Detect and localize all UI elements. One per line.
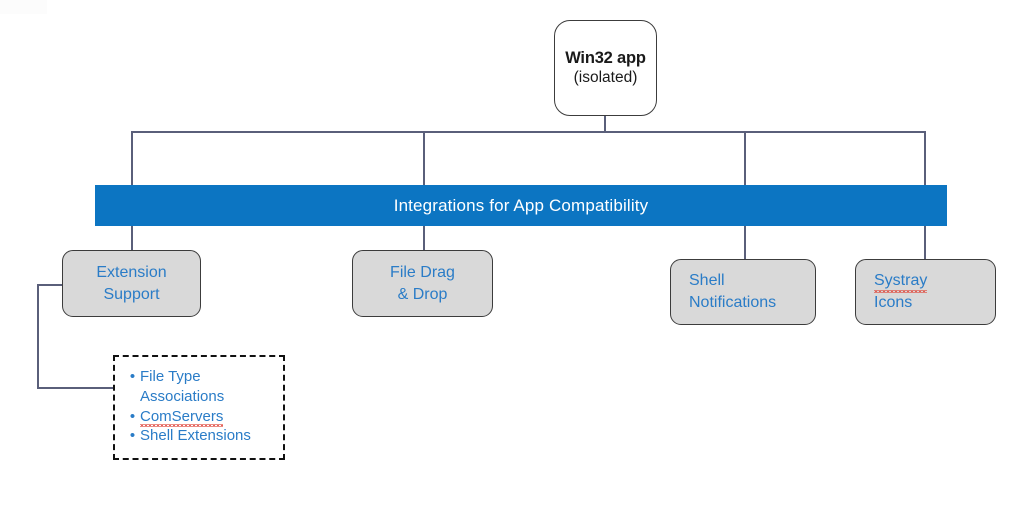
list-item: • ComServers xyxy=(125,407,277,428)
spellcheck-underline-comservers: ComServers xyxy=(140,407,224,428)
leaf-file-drag-drop-line2: & Drop xyxy=(397,285,448,303)
win32-app-box: Win32 app (isolated) xyxy=(554,20,657,116)
list-item-label-file-type-associations: File Type Associations xyxy=(140,368,225,405)
connector-extension-elbow-top xyxy=(37,284,63,286)
connector-banner-to-extension-support xyxy=(131,226,133,251)
list-item: • File Type Associations xyxy=(125,367,277,407)
leaf-box-systray-icons: Systray Icons xyxy=(855,259,996,325)
leaf-box-shell-notifications: Shell Notifications xyxy=(670,259,816,325)
extension-support-bullet-list: • File Type Associations • ComServers • … xyxy=(125,367,277,446)
connector-banner-to-file-drag-drop xyxy=(423,226,425,251)
connector-root-stem xyxy=(604,116,606,132)
connector-drop-3 xyxy=(744,131,746,186)
leaf-systray-icons-line1: Systray xyxy=(874,270,928,293)
leaf-box-file-drag-drop: File Drag & Drop xyxy=(352,250,493,317)
spellcheck-underline-systray: Systray xyxy=(874,270,928,293)
win32-app-title: Win32 app xyxy=(565,48,646,67)
list-item: • Shell Extensions xyxy=(125,426,277,446)
win32-app-subtitle: (isolated) xyxy=(573,69,638,87)
leaf-shell-notifications-line2: Notifications xyxy=(689,294,777,311)
bullet-icon: • xyxy=(129,427,136,445)
integrations-banner: Integrations for App Compatibility xyxy=(95,185,947,226)
extension-support-details-box: • File Type Associations • ComServers • … xyxy=(113,355,285,460)
bullet-icon: • xyxy=(129,368,136,385)
connector-extension-elbow-side xyxy=(37,284,39,388)
corner-artifact xyxy=(0,0,47,14)
leaf-extension-support-line2: Support xyxy=(103,285,160,303)
list-item-label-shell-extensions: Shell Extensions xyxy=(140,427,251,445)
list-item-label-comservers: ComServers xyxy=(140,407,277,428)
leaf-shell-notifications-line1: Shell xyxy=(689,272,725,290)
connector-banner-to-shell-notifications xyxy=(744,226,746,260)
bullet-icon: • xyxy=(129,407,136,425)
integrations-banner-label: Integrations for App Compatibility xyxy=(393,195,649,215)
connector-drop-1 xyxy=(131,131,133,186)
leaf-systray-icons-line2: Icons xyxy=(874,294,913,311)
leaf-file-drag-drop-line1: File Drag xyxy=(390,263,455,281)
connector-banner-to-systray-icons xyxy=(924,226,926,260)
leaf-box-extension-support: Extension Support xyxy=(62,250,201,317)
leaf-extension-support-line1: Extension xyxy=(96,263,167,281)
connector-drop-2 xyxy=(423,131,425,186)
connector-extension-elbow-bottom xyxy=(37,387,114,389)
connector-drop-4 xyxy=(924,131,926,186)
connector-bus xyxy=(131,131,925,133)
